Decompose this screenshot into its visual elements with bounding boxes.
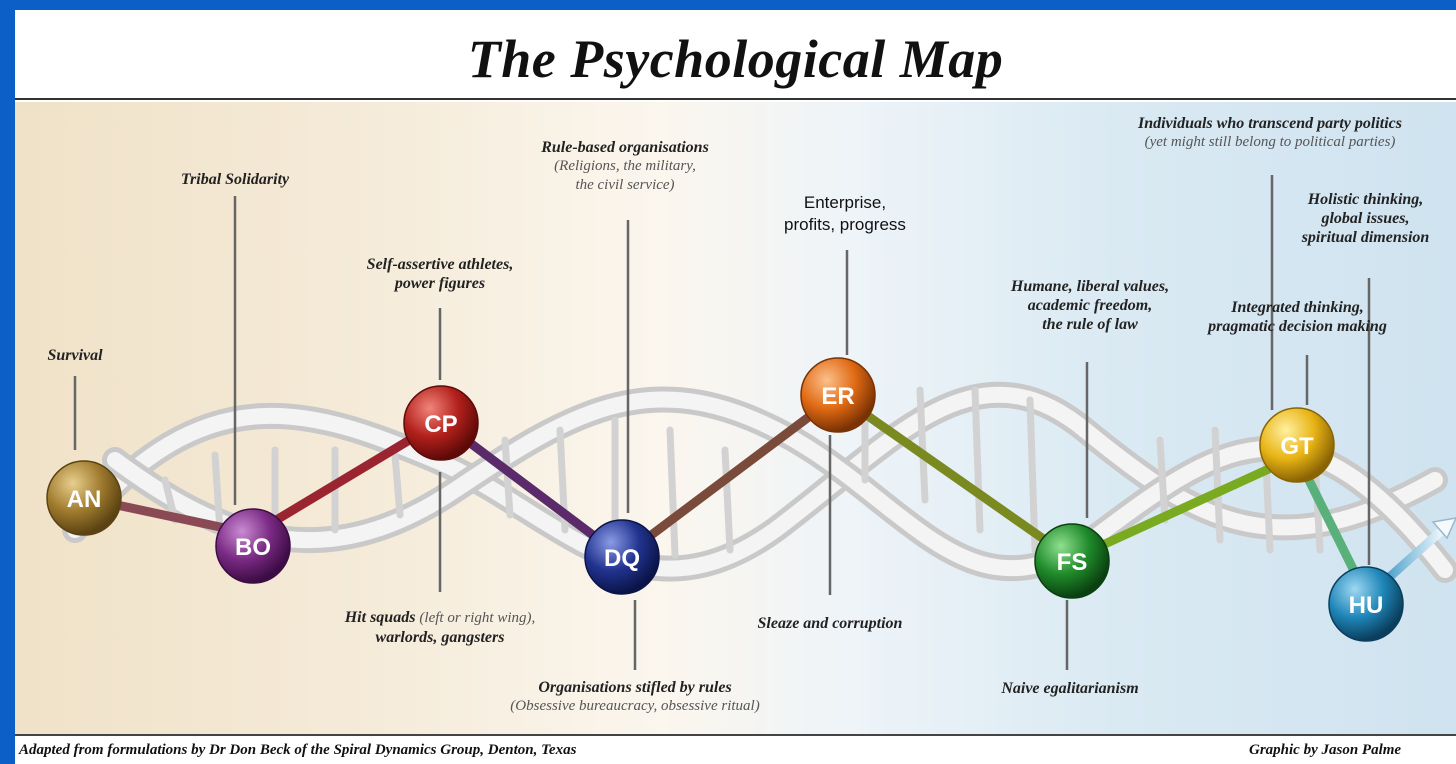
spiral-diagram: AN BO CP DQ ER <box>46 175 1456 670</box>
node-cp-code: CP <box>424 411 457 438</box>
label-cp-top-line1: Self-assertive athletes, <box>366 256 514 273</box>
label-cp-bottom-line1: Hit squads <box>344 609 416 626</box>
label-fs-top: Humane, liberal values, academic freedom… <box>975 277 1205 334</box>
label-dq-bottom-line1: Organisations stifled by rules <box>538 679 732 696</box>
label-gt-top-line1: Integrated thinking, <box>1231 299 1364 316</box>
node-gt-code: GT <box>1280 433 1314 460</box>
label-hu-top-line1: Holistic thinking, <box>1307 191 1424 208</box>
node-gt: GT <box>1259 407 1335 483</box>
label-fs-top-line1: Humane, liberal values, <box>1010 278 1170 295</box>
page-title: The Psychological Map <box>467 29 1004 89</box>
label-dq-bottom: Organisations stifled by rules (Obsessiv… <box>455 678 815 716</box>
label-dq-top-line1: Rule-based organisations <box>541 139 709 156</box>
label-fs-top-line2: academic freedom, <box>1027 297 1153 314</box>
label-er-bottom: Sleaze and corruption <box>757 615 903 632</box>
footer-credit-left: Adapted from formulations by Dr Don Beck… <box>19 742 577 758</box>
leader-lines <box>73 175 1371 670</box>
label-hu-top: Holistic thinking, global issues, spirit… <box>1275 190 1456 247</box>
label-cp-bottom: Hit squads (left or right wing), warlord… <box>300 608 580 647</box>
label-tribal-solidarity: Tribal Solidarity <box>180 171 290 188</box>
label-dq-top-line3: the civil service) <box>575 177 675 193</box>
label-top-right-line1: Individuals who transcend party politics <box>1137 115 1403 132</box>
connector-dq-er <box>617 390 843 562</box>
connector-fs-gt <box>1067 451 1302 564</box>
label-dq-top: Rule-based organisations (Religions, the… <box>505 138 745 195</box>
label-cp-top: Self-assertive athletes, power figures <box>330 255 550 293</box>
node-er: ER <box>800 357 876 433</box>
title-divider <box>15 98 1456 100</box>
diagram-panel: The Psychological Map <box>15 10 1456 764</box>
label-top-right: Individuals who transcend party politics… <box>1090 114 1450 152</box>
label-gt-top-line2: pragmatic decision making <box>1208 318 1387 335</box>
node-bo: BO <box>215 508 291 584</box>
dna-helix-backdrop <box>62 381 1456 583</box>
label-er-top-line1: Enterprise, <box>803 193 887 212</box>
label-er-top-line2: profits, progress <box>784 215 906 234</box>
label-gt-top: Integrated thinking, pragmatic decision … <box>1180 298 1415 336</box>
footer-credit-right: Graphic by Jason Palme <box>1249 742 1402 758</box>
connector-er-fs <box>833 390 1077 564</box>
label-cp-bottom-line1-sub: (left or right wing), <box>419 610 536 626</box>
node-bo-code: BO <box>235 534 271 561</box>
label-er-top: Enterprise, profits, progress <box>745 192 945 236</box>
footer-divider <box>15 734 1456 736</box>
node-fs: FS <box>1034 523 1110 599</box>
level-nodes: AN BO CP DQ ER <box>46 357 1404 642</box>
label-fs-top-line3: the rule of law <box>1042 316 1138 333</box>
label-cp-top-line2: power figures <box>394 275 486 292</box>
label-dq-bottom-line2: (Obsessive bureaucracy, obsessive ritual… <box>510 698 760 714</box>
node-cp: CP <box>403 385 479 461</box>
node-an: AN <box>46 460 122 536</box>
label-survival: Survival <box>47 347 103 364</box>
node-fs-code: FS <box>1057 549 1088 576</box>
node-dq: DQ <box>584 519 660 595</box>
label-top-right-line2: (yet might still belong to political par… <box>1144 134 1396 150</box>
node-hu-code: HU <box>1349 592 1384 619</box>
node-hu: HU <box>1328 566 1404 642</box>
node-er-code: ER <box>821 383 854 410</box>
label-hu-top-line3: spiritual dimension <box>1301 229 1430 246</box>
label-dq-top-line2: (Religions, the military, <box>554 158 696 174</box>
label-fs-bottom: Naive egalitarianism <box>1001 680 1139 697</box>
label-cp-bottom-line2: warlords, gangsters <box>375 629 505 646</box>
node-dq-code: DQ <box>604 545 640 572</box>
node-an-code: AN <box>67 486 102 513</box>
label-hu-top-line2: global issues, <box>1321 210 1410 227</box>
